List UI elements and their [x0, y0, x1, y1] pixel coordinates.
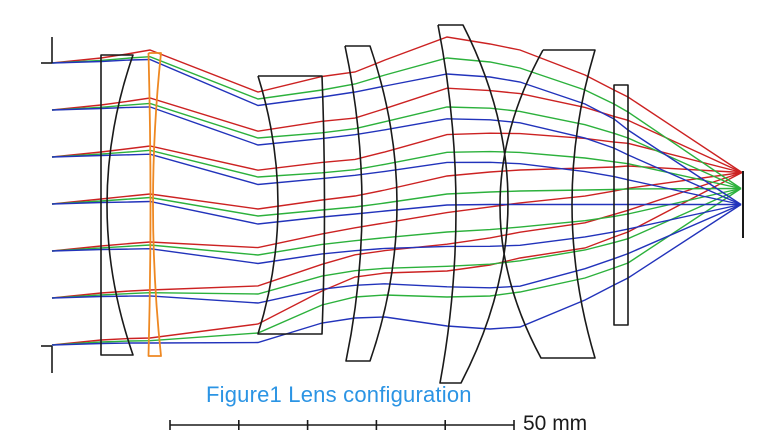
ray-field-green	[51, 187, 742, 346]
lens-5-outline	[437, 24, 509, 384]
scale-bar	[169, 420, 515, 430]
ray-field-green	[51, 55, 742, 190]
ray-field-blue	[51, 153, 742, 206]
lens-elements	[100, 24, 629, 384]
lens-3-outline	[257, 75, 326, 335]
ray-field-blue	[51, 203, 742, 265]
ray-field-green	[51, 149, 742, 190]
ray-field-blue	[51, 203, 742, 346]
ray-field-green	[51, 187, 742, 256]
lens-4-outline	[344, 45, 398, 362]
ray-field-blue	[51, 106, 742, 206]
ray-field-blue	[51, 203, 742, 304]
lens-2-aspheric-outline	[147, 52, 162, 357]
lens-1-outline	[100, 54, 134, 356]
ray-field-green	[51, 187, 742, 217]
figure-caption: Figure1 Lens configuration	[206, 382, 472, 407]
ray-field-red	[51, 171, 743, 346]
ray-field-red	[51, 36, 743, 174]
lens-6-outline	[499, 49, 596, 359]
ray-field-red	[51, 132, 743, 174]
scale-bar-label: 50 mm	[523, 412, 588, 435]
ray-field-green	[51, 187, 742, 299]
filter-plate-outline	[613, 84, 629, 326]
ray-field-blue	[51, 200, 741, 225]
ray-field-green	[51, 102, 742, 190]
ray-field-red	[51, 171, 743, 252]
ray-field-red	[51, 165, 743, 210]
ray-traces	[51, 36, 743, 346]
ray-field-blue	[51, 58, 742, 206]
object-plane-marks	[41, 37, 53, 373]
